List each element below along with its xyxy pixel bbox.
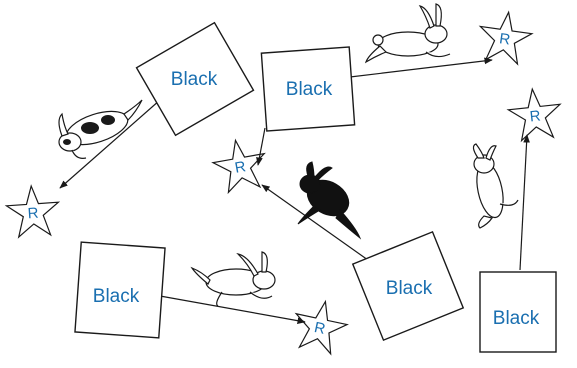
box-black-3: Black	[75, 242, 165, 338]
star-label: R	[529, 107, 542, 125]
arrow-box2-to-star1	[350, 60, 492, 77]
star-label: R	[498, 30, 511, 48]
box-black-2: Black	[261, 47, 354, 131]
star-r-4: R	[210, 136, 270, 194]
rabbit-white-icon	[472, 144, 518, 228]
star-label: R	[27, 205, 39, 223]
box-label: Black	[493, 308, 540, 329]
arrow-box5-to-star2	[520, 135, 527, 270]
box-label: Black	[171, 69, 218, 90]
star-r-5: R	[290, 296, 351, 356]
rabbit-black-icon	[298, 162, 360, 238]
star-r-3: R	[5, 184, 60, 238]
box-black-1: Black	[137, 23, 254, 136]
box-black-5: Black	[480, 272, 556, 352]
box-black-4: Black	[353, 232, 463, 340]
box-label: Black	[93, 286, 140, 307]
rabbit-spotted-icon	[59, 100, 142, 158]
rabbit-white-icon	[366, 4, 450, 62]
star-r-1: R	[476, 9, 534, 66]
star-label: R	[233, 158, 247, 177]
box-label: Black	[386, 278, 433, 299]
box-label: Black	[286, 79, 333, 100]
arrow-box3-to-star5	[160, 296, 305, 322]
rabbit-white-icon	[192, 252, 275, 306]
star-label: R	[313, 319, 327, 338]
star-r-2: R	[506, 86, 563, 141]
